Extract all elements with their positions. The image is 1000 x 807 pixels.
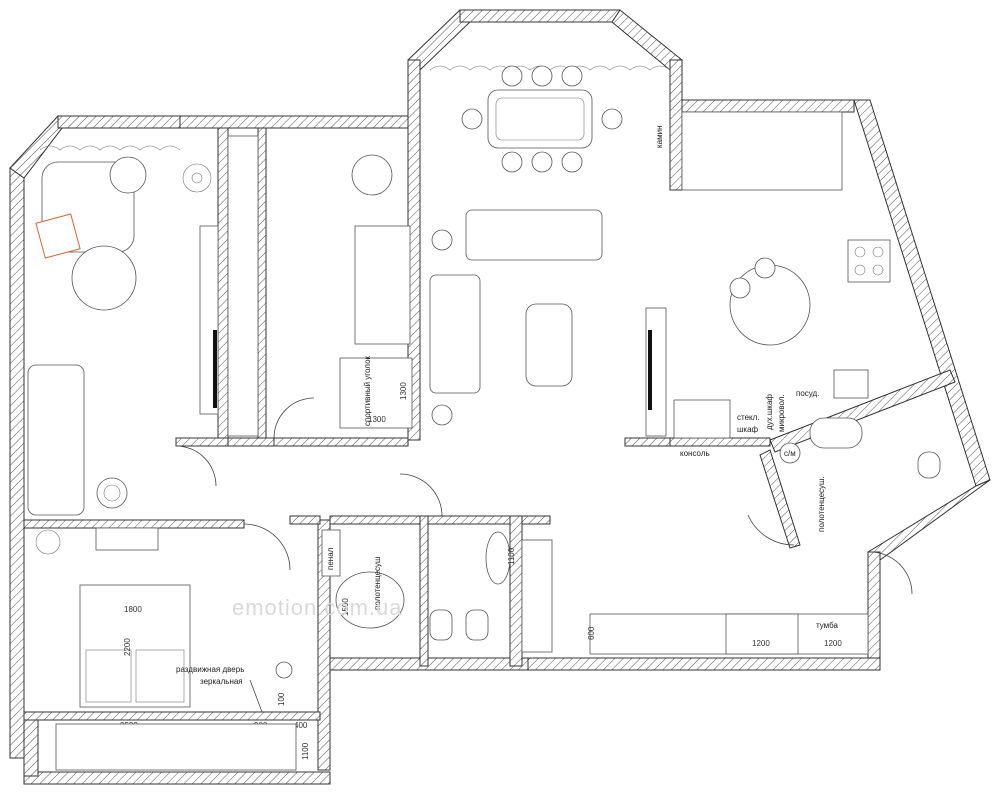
sport-corner-label: спортивный уголок (363, 355, 372, 426)
dim-2200: 2200 (123, 638, 132, 656)
watermark-text: emotion.com.ua (232, 595, 403, 620)
room-hallway: 600 1200 1200 тумба (521, 539, 869, 655)
room-bath-right: с/м полотенцесуш. (779, 417, 941, 532)
outer-walls (9, 9, 991, 785)
microwave-label: микровол. (777, 394, 786, 432)
dim-1500: 1500 (341, 598, 350, 616)
pencil-case-label: пенал (326, 547, 335, 570)
doors (175, 397, 913, 595)
room-sport: спортивный уголок 1300 1300 (227, 135, 413, 437)
dim-1800: 1800 (124, 605, 142, 614)
dim-100: 100 (277, 692, 286, 706)
balcony-bottom: 1100 (55, 723, 310, 771)
towel-dryer-label-right: полотенцесуш. (817, 476, 826, 532)
room-bedroom: 1800 2200 раздвижная дверь зеркальная 10… (35, 527, 308, 730)
sliding-door-label-2: зеркальная (200, 677, 243, 686)
dim-1300-vertical: 1300 (399, 382, 408, 400)
room-top-left (27, 156, 219, 516)
console-label: консоль (680, 449, 710, 458)
room-bathroom: пенал полотенцесуш 1500 1100 (321, 529, 516, 641)
glass-cabinet-label-1: стекл. (737, 413, 760, 422)
washing-machine-label: с/м (784, 449, 796, 458)
fireplace-label: камин (655, 125, 664, 148)
dim-1100-balcony: 1100 (301, 742, 310, 760)
nightstand-label: тумба (816, 621, 838, 630)
sliding-door-label-1: раздвижная дверь (176, 665, 244, 674)
dim-1300-horizontal: 1300 (368, 415, 386, 424)
dim-1100-bath: 1100 (507, 547, 516, 565)
plant-icon (182, 163, 212, 193)
room-living (429, 65, 667, 437)
room-kitchen: стекл. шкаф дух.шкаф микровол. посуд. ка… (655, 111, 891, 458)
dim-600: 600 (587, 626, 596, 640)
glass-cabinet-label-2: шкаф (737, 425, 759, 434)
dim-1200-b: 1200 (824, 639, 842, 648)
towel-dryer-label: полотенцесуш (373, 557, 382, 610)
dim-1200-a: 1200 (752, 639, 770, 648)
dishwasher-label: посуд. (796, 389, 819, 398)
oven-label: дух.шкаф (765, 394, 774, 430)
dim-400: 400 (294, 721, 308, 730)
